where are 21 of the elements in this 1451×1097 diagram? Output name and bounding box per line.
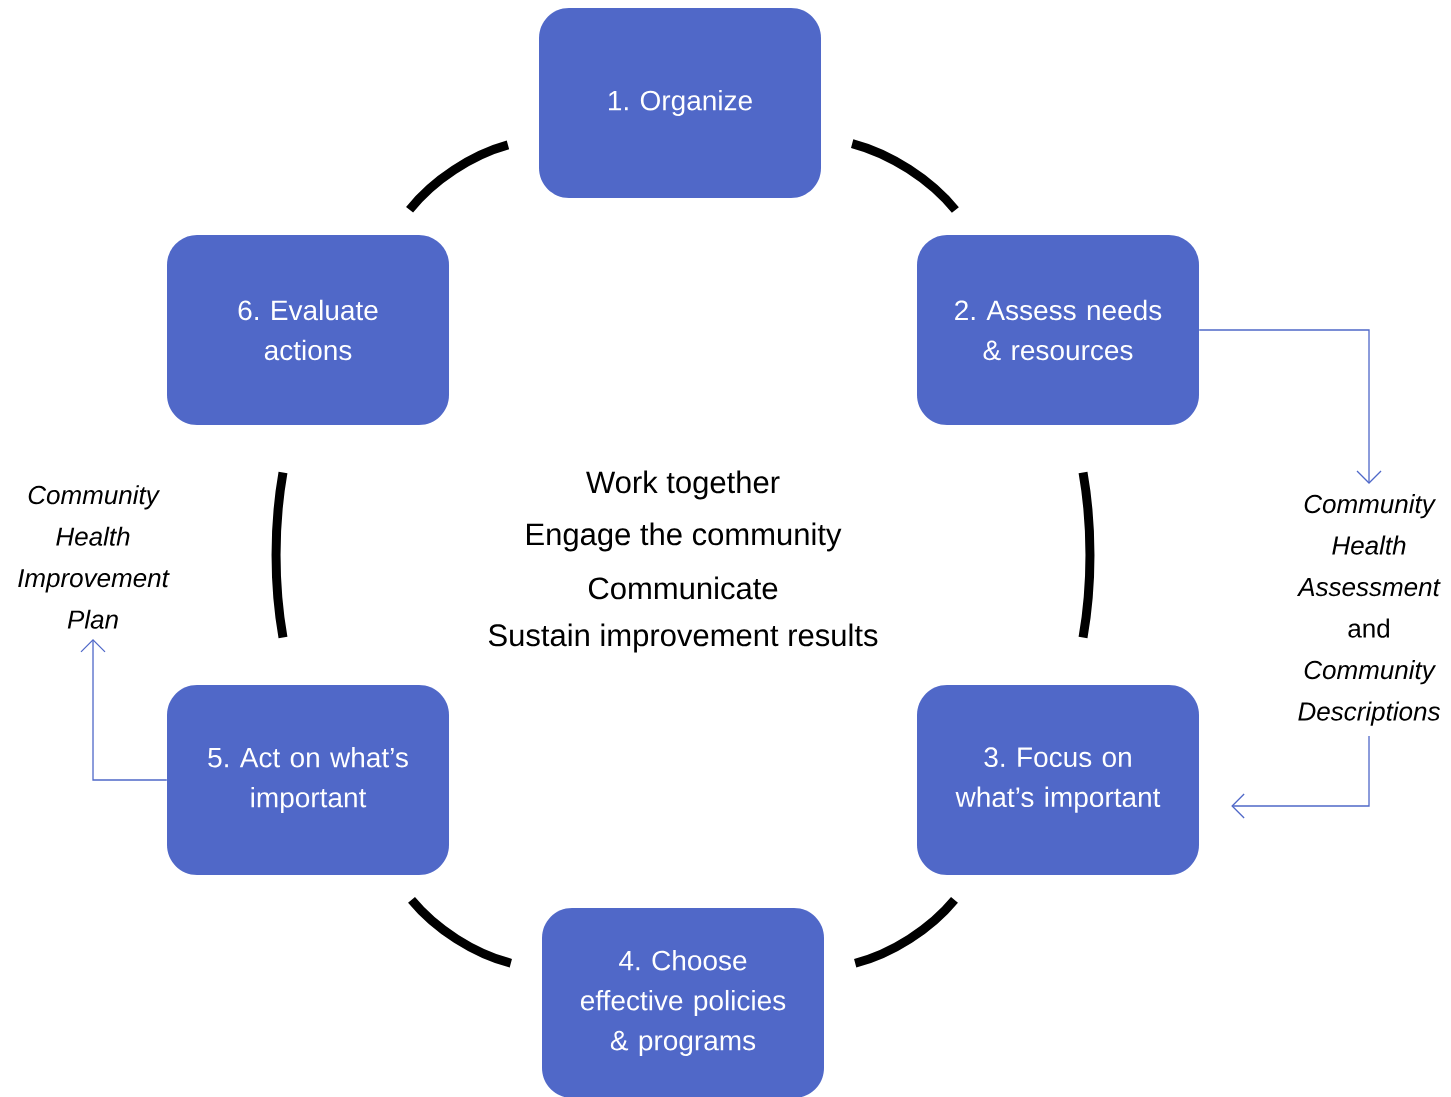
step-box: 6. Evaluate actions xyxy=(167,235,449,425)
step-box: 3. Focus on what’s important xyxy=(917,685,1199,875)
outcome-text: Community Health Improvement Plan xyxy=(18,485,170,629)
arrow xyxy=(1198,329,1382,484)
cycle-arc xyxy=(406,140,510,213)
step-box: 4. Choose effective policies & programs xyxy=(542,908,824,1097)
cycle-arc xyxy=(1078,471,1095,639)
cycle-arc xyxy=(408,896,513,968)
cycle-arc xyxy=(850,139,959,213)
center-text: Work together xyxy=(586,470,780,500)
cycle-arc xyxy=(853,896,958,968)
cycle-arc xyxy=(271,471,288,639)
center-text: Sustain improvement results xyxy=(488,623,878,653)
step-box: 2. Assess needs & resources xyxy=(917,235,1199,425)
step-box: 1. Organize xyxy=(539,8,821,198)
center-text: Engage the community xyxy=(527,522,842,552)
center-text: Communicate xyxy=(588,576,778,600)
outcome-text: Community Health Assessment and Community Descriptions xyxy=(1296,494,1441,726)
arrow xyxy=(1231,735,1370,819)
step-box: 5. Act on what’s important xyxy=(167,685,449,875)
arrow xyxy=(80,639,168,781)
